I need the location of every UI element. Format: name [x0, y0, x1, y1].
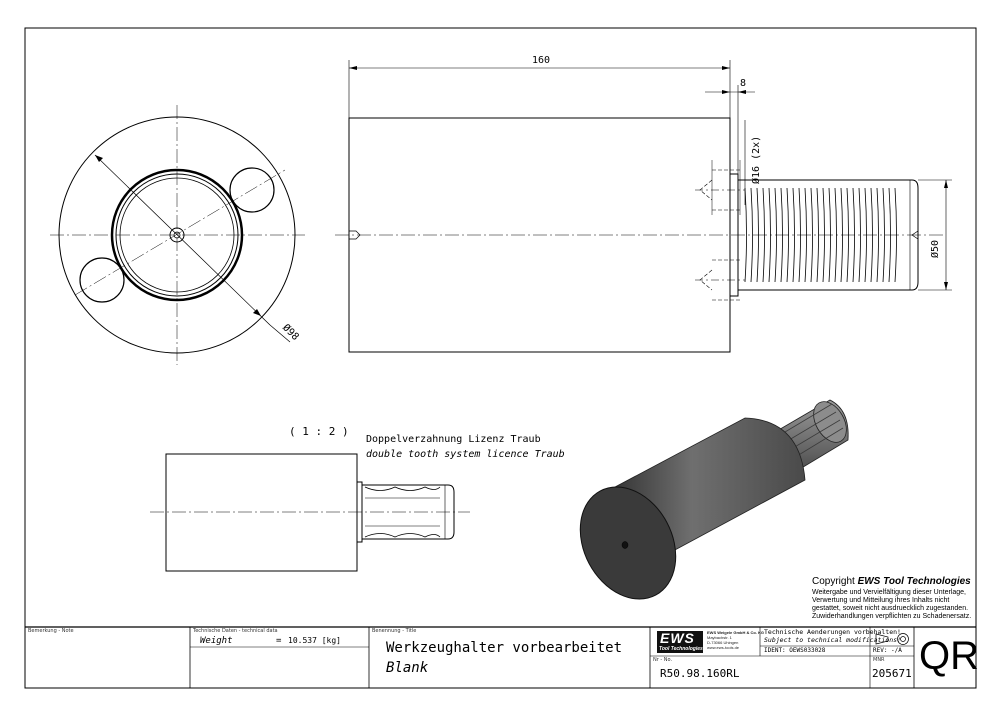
ident-number: IDENT: OEWS033028 [764, 647, 826, 654]
copyright-brand: EWS Tool Technologies [857, 576, 971, 587]
company-address: EWS Weigele GmbH & Co. KG Maybachstr. 1 … [707, 630, 764, 650]
changes-notice-english: Subject to technical modifications! [764, 636, 901, 644]
company-web: www.ews-tools.de [707, 645, 740, 650]
company-name: EWS Weigele GmbH & Co. KG [707, 630, 765, 635]
dimension-shaft-diameter: Ø50 [930, 239, 941, 258]
revision: REV: -/A [873, 647, 902, 654]
company-street: Maybachstr. 1 [707, 635, 732, 640]
technical-data-label: Technische Daten - technical data [193, 628, 278, 634]
changes-notice-german: Technische Aenderungen vorbehalten! [764, 628, 901, 636]
copyright-line-2: Verwertung und Mitteilung ihres Inhalts … [812, 597, 950, 604]
dimension-shoulder-8: 8 [740, 78, 747, 89]
ews-logo: EWS [660, 630, 695, 646]
detail-view [150, 453, 470, 572]
copyright-notice: Copyright EWS Tool Technologies Weiterga… [812, 577, 971, 621]
note-english: double tooth system licence Traub [366, 449, 565, 460]
drawing-frame [24, 27, 977, 689]
title-label: Benennung - Title [372, 628, 417, 634]
number-label: Nr - No. [653, 657, 673, 663]
qr-marker: QR [919, 634, 979, 678]
dimension-length-160: 160 [532, 55, 551, 66]
copyright-prefix: Copyright [812, 576, 858, 587]
title-block [25, 626, 976, 688]
copyright-line-1: Weitergabe und Vervielfältigung dieser U… [812, 589, 966, 596]
copyright-line-3: gestattet, soweit nicht ausdruecklich zu… [812, 605, 969, 612]
remark-label: Bemerkung - Note [28, 628, 74, 634]
front-view [50, 105, 305, 365]
drawing-title-german: Werkzeughalter vorbearbeitet [386, 640, 623, 656]
article-number: R50.98.160RL [660, 667, 740, 680]
ews-logo-subtitle: Tool Technologies [659, 646, 703, 652]
tool-holder-3d-rendering [579, 399, 849, 600]
mnr-label: MNR [873, 657, 885, 663]
dimension-drill-diameter: Ø16 (2x) [751, 135, 762, 184]
weight-value: 10.537 [kg] [288, 636, 341, 645]
mnr-number: 205671 [872, 667, 912, 680]
side-view [335, 117, 945, 353]
copyright-line-4: Zuwiderhandlungen verpflichten zu Schade… [812, 613, 972, 620]
drawing-title-english: Blank [386, 660, 429, 676]
side-view-dimensions [348, 60, 952, 291]
company-city: D-73066 Uhingen [707, 640, 739, 645]
weight-label: Weight [200, 636, 233, 646]
detail-scale-label: ( 1 : 2 ) [289, 425, 349, 438]
note-german: Doppelverzahnung Lizenz Traub [366, 434, 541, 445]
weight-equals: = [276, 636, 282, 646]
